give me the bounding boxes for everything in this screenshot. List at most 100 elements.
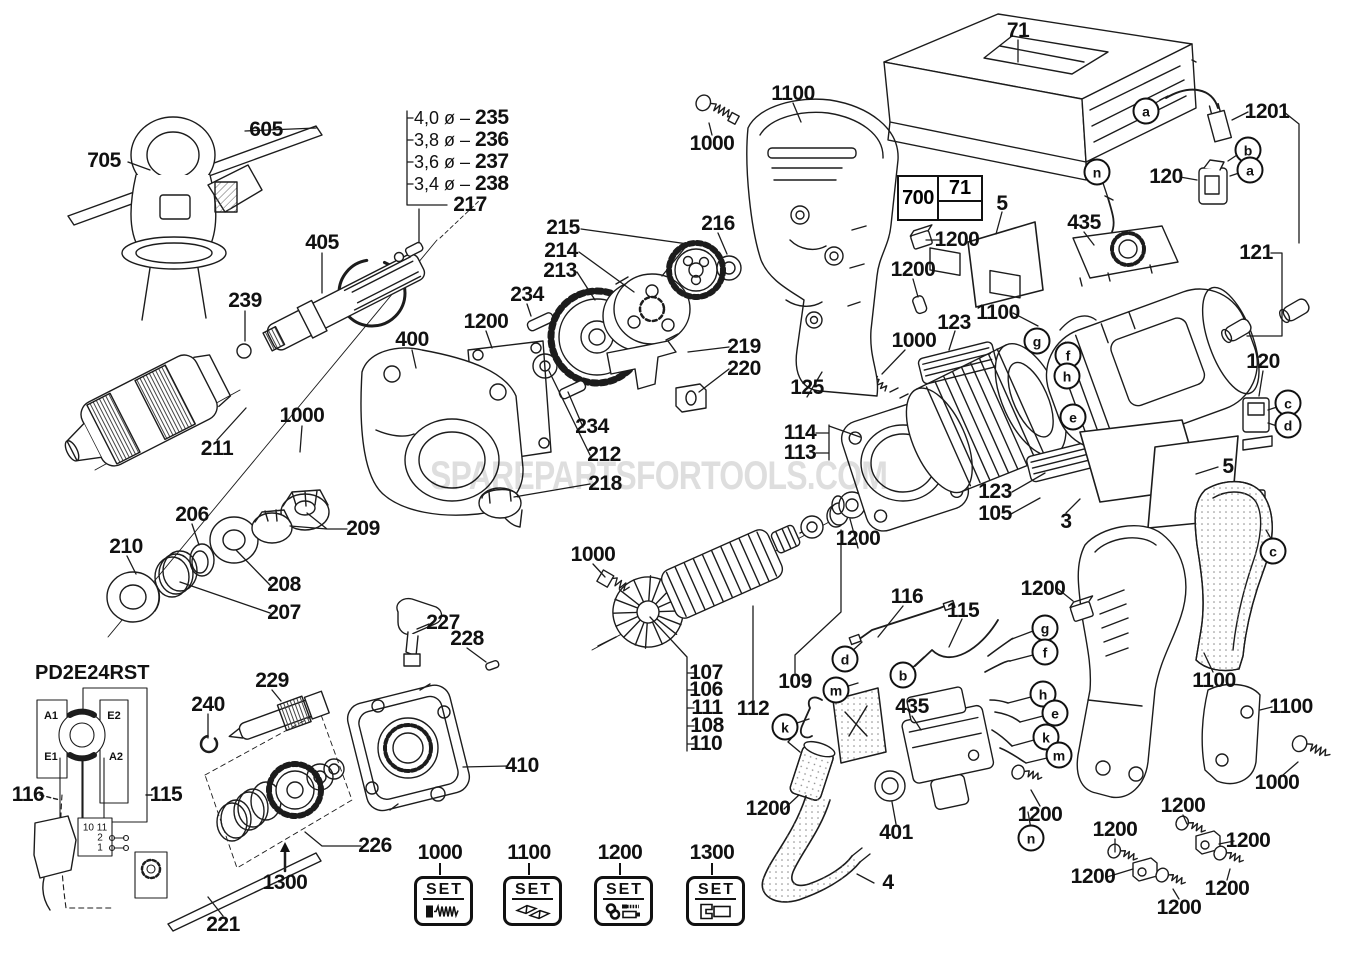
brush-plate-435-top-drawing	[1073, 226, 1178, 286]
circled-letter-e: e	[1059, 403, 1087, 431]
set-kit-leader	[439, 863, 441, 875]
diameter-row-238: 3,4 ø – 238	[414, 172, 509, 195]
part-label-213: 213	[543, 259, 577, 282]
part-label-120: 120	[1149, 165, 1183, 188]
part-label-114: 114	[783, 421, 817, 444]
wiring-label-e1: E1	[44, 751, 58, 763]
diameter-row-235: 4,0 ø – 235	[414, 106, 509, 129]
screw-1000-grip-drawing	[1290, 733, 1332, 764]
part-label-227: 227	[426, 611, 460, 634]
part-label-115: 115	[149, 783, 183, 806]
circled-letter-m: m	[1045, 741, 1073, 769]
bearing-stack-drawing	[107, 490, 329, 622]
part-label-221: 221	[206, 913, 240, 936]
part-label-212: 212	[587, 443, 621, 466]
shaft-229-drawing	[201, 689, 330, 752]
armature-drawing	[597, 492, 865, 658]
top-right-wiring-drawing	[1060, 90, 1231, 330]
set-kit-leader	[528, 863, 530, 875]
ref-table-left: 700	[899, 177, 939, 219]
circled-letter-g: g	[1023, 327, 1051, 355]
part-label-123: 123	[937, 311, 971, 334]
cord-grip-drawing	[788, 698, 836, 802]
set-kit-text: SET	[511, 880, 554, 900]
part-label-400: 400	[395, 328, 429, 351]
part-label-1300: 1300	[262, 871, 308, 894]
block-220-drawing	[676, 384, 706, 412]
part-label-210: 210	[109, 535, 143, 558]
wiring-label-e2: E2	[107, 710, 121, 722]
part-label-107: 107	[689, 661, 723, 684]
part-label-219: 219	[727, 335, 761, 358]
circled-letter-g: g	[1031, 614, 1059, 642]
part-label-215: 215	[546, 216, 580, 239]
part-label-1100: 1100	[1192, 669, 1236, 692]
part-label-240: 240	[191, 693, 225, 716]
part-label-1000: 1000	[1254, 771, 1300, 794]
ref-table-right-top: 71	[939, 177, 981, 202]
part-label-705: 705	[87, 149, 121, 172]
part-label-226: 226	[358, 834, 392, 857]
part-label-405: 405	[305, 231, 339, 254]
part-label-605: 605	[249, 118, 283, 141]
side-handle-drawing	[68, 117, 322, 320]
wiring-label-a2: A2	[108, 751, 124, 763]
part-label-5: 5	[996, 192, 1008, 215]
part-label-105: 105	[978, 502, 1012, 525]
set-kit-box-1100: SET	[503, 876, 562, 926]
part-label-435: 435	[1067, 211, 1101, 234]
part-label-435: 435	[895, 695, 929, 718]
gear-cluster-drawing	[479, 243, 741, 518]
part-label-106: 106	[689, 678, 723, 701]
circled-letter-h: h	[1029, 680, 1057, 708]
watermark: SPAREPARTSFORTOOLS.COM	[430, 454, 888, 498]
circled-letter-k: k	[771, 713, 799, 741]
diameter-row-236: 3,8 ø – 236	[414, 128, 509, 151]
case-71-drawing	[884, 14, 1196, 298]
set-kit-label-1100: 1100	[507, 841, 551, 864]
set-kit-text: SET	[602, 880, 645, 900]
part-label-121: 121	[1239, 241, 1273, 264]
part-label-1000: 1000	[689, 132, 735, 155]
wiring-terminal-1: 1	[97, 842, 103, 854]
part-label-218: 218	[588, 472, 622, 495]
part-label-234: 234	[575, 415, 609, 438]
part-label-1200: 1200	[1020, 577, 1066, 600]
circled-letter-h: h	[1053, 362, 1081, 390]
cable-clamp-screws-drawing	[1106, 814, 1245, 891]
part-label-113: 113	[783, 441, 817, 464]
circled-letter-a: a	[1236, 156, 1264, 184]
set-kit-leader	[619, 863, 621, 875]
chuck-drawing	[51, 241, 428, 483]
part-label-1200: 1200	[1070, 865, 1116, 888]
part-label-1200: 1200	[463, 310, 509, 333]
set-kit-label-1200: 1200	[597, 841, 643, 864]
part-label-401: 401	[879, 821, 913, 844]
wiring-label-a1: A1	[43, 710, 59, 722]
part-label-228: 228	[450, 627, 484, 650]
switch-120-top-drawing	[1199, 160, 1227, 204]
set-kit-label-1000: 1000	[417, 841, 463, 864]
part-label-1201: 1201	[1244, 100, 1290, 123]
part-label-1200: 1200	[1204, 877, 1250, 900]
rod-221-drawing	[168, 853, 321, 931]
part-227-228-drawing	[397, 599, 500, 671]
part-label-1100: 1100	[976, 301, 1020, 324]
part-label-5: 5	[1222, 455, 1234, 478]
part-label-220: 220	[727, 357, 761, 380]
circled-letter-d: d	[1274, 411, 1302, 439]
plate-410-drawing	[344, 682, 472, 814]
circled-letter-b: b	[889, 661, 917, 689]
housing-set-icon	[506, 900, 559, 923]
part-label-216: 216	[701, 212, 735, 235]
part-label-1000: 1000	[891, 329, 937, 352]
set-kit-leader	[711, 863, 713, 875]
part-label-410: 410	[505, 754, 539, 777]
part-label-206: 206	[175, 503, 209, 526]
screw-set-icon	[417, 900, 470, 923]
part-label-4: 4	[882, 871, 894, 894]
circled-letter-a: a	[1132, 97, 1160, 125]
part-label-207: 207	[267, 601, 301, 624]
model-name: PD2E24RST	[35, 662, 150, 684]
